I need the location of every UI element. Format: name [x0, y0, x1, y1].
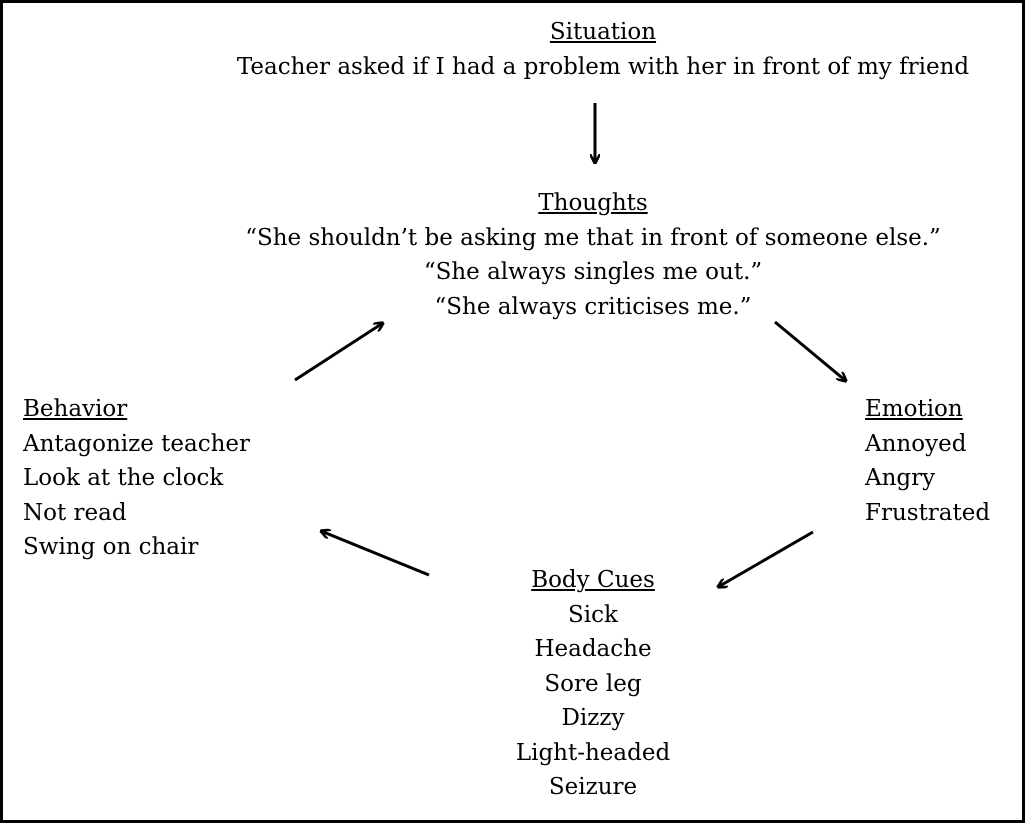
arrow-bodycues-to-behavior [321, 531, 430, 577]
thoughts-heading: Thoughts [538, 190, 648, 216]
behavior-block: Behavior Antagonize teacher Look at the … [23, 392, 250, 565]
situation-text: Teacher asked if I had a problem with he… [236, 53, 970, 80]
arrow-emotion-to-bodycues [718, 530, 814, 587]
situation-heading: Situation [549, 19, 657, 45]
thoughts-block: Thoughts “She shouldn’t be asking me tha… [3, 186, 1022, 324]
thought-item: “She shouldn’t be asking me that in fron… [245, 224, 941, 251]
behavior-item: Not read [23, 499, 127, 526]
thought-item: “She always criticises me.” [434, 293, 752, 320]
body-cues-block: Body Cues Sick Headache Sore leg Dizzy L… [443, 563, 743, 805]
behavior-item: Look at the clock [23, 465, 224, 491]
body-cue-item: Seizure [548, 774, 638, 800]
behavior-item: Antagonize teacher [23, 430, 251, 457]
emotion-item: Frustrated [865, 499, 991, 526]
thought-item: “She always singles me out.” [423, 259, 763, 285]
body-cues-heading: Body Cues [531, 567, 655, 593]
behavior-item: Swing on chair [23, 534, 199, 560]
situation-block: Situation Teacher asked if I had a probl… [3, 15, 1022, 84]
body-cue-item: Dizzy [561, 705, 625, 731]
behavior-heading: Behavior [23, 396, 128, 422]
emotion-heading: Emotion [865, 396, 963, 422]
body-cue-item: Headache [534, 636, 652, 662]
arrows [294, 103, 1022, 820]
emotion-item: Annoyed [865, 430, 967, 457]
body-cue-item: Sick [568, 601, 618, 628]
body-cue-item: Sore leg [544, 670, 642, 697]
arrow-thoughts-to-emotion [774, 320, 846, 381]
body-cue-item: Light-headed [515, 739, 671, 766]
arrow-behavior-to-thoughts [294, 323, 383, 382]
emotion-block: Emotion Annoyed Angry Frustrated [865, 392, 990, 530]
emotion-item: Angry [865, 465, 936, 491]
